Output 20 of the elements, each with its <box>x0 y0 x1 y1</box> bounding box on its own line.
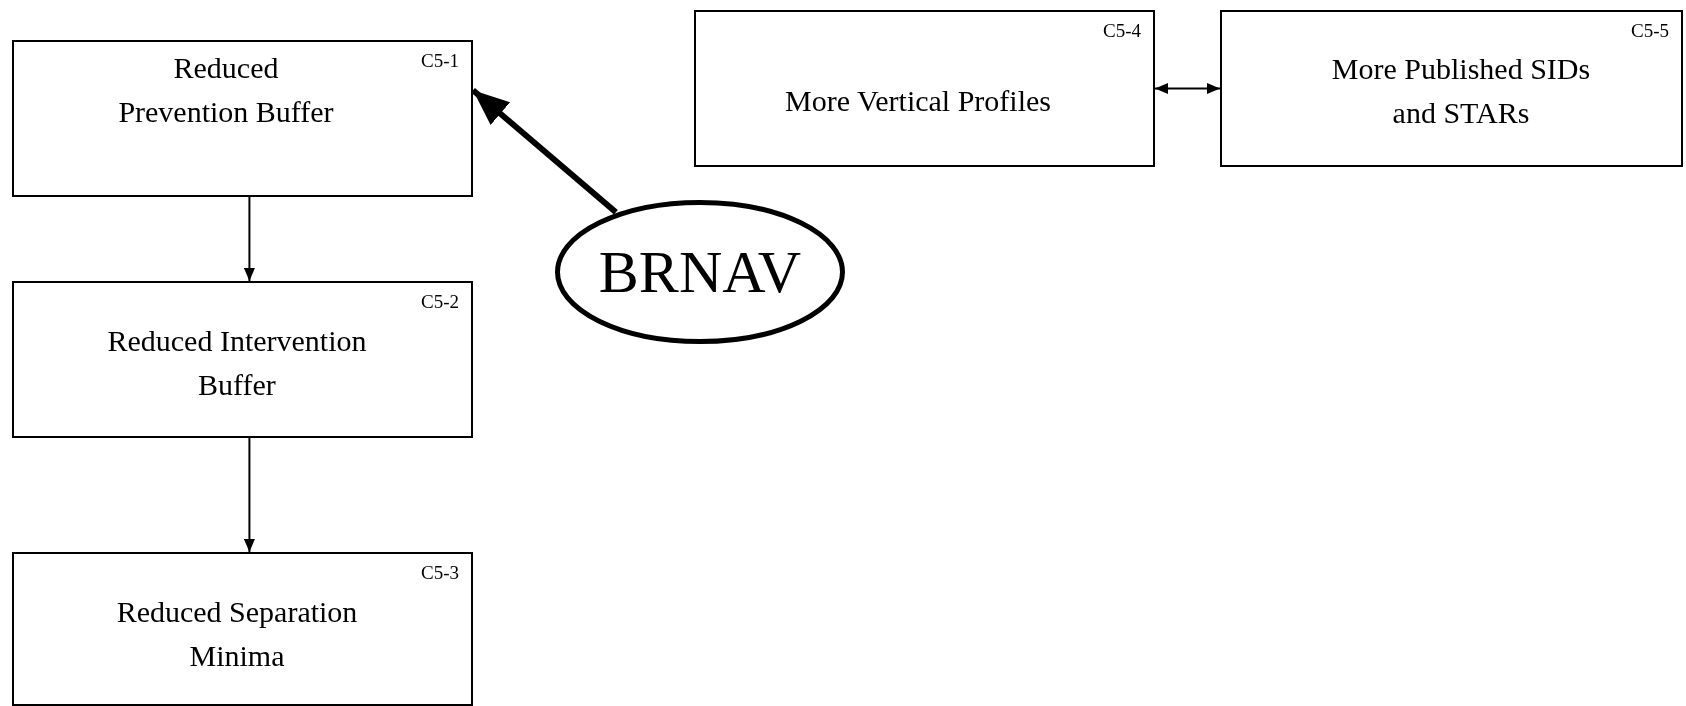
arrow <box>243 437 255 553</box>
node-label: More Vertical Profiles <box>783 83 1052 119</box>
node-label: Reduced Intervention Buffer <box>106 323 368 403</box>
box-code: C5-5 <box>1631 20 1669 42</box>
process-box <box>1220 10 1683 167</box>
node-label: Reduced Prevention Buffer <box>117 50 335 130</box>
box-code: C5-4 <box>1103 20 1141 42</box>
process-box <box>694 10 1155 167</box>
node-label: BRNAV <box>598 237 802 307</box>
process-box <box>12 40 473 197</box>
ellipse-node <box>555 200 845 344</box>
process-box <box>12 552 473 706</box>
box-code: C5-2 <box>421 291 459 313</box>
node-label: More Published SIDs and STARs <box>1330 51 1592 131</box>
box-code: C5-1 <box>421 50 459 72</box>
node-label: Reduced Separation Minima <box>115 594 359 674</box>
arrow <box>1154 83 1221 94</box>
box-code: C5-3 <box>421 562 459 584</box>
arrow <box>243 196 255 282</box>
process-box <box>12 281 473 438</box>
